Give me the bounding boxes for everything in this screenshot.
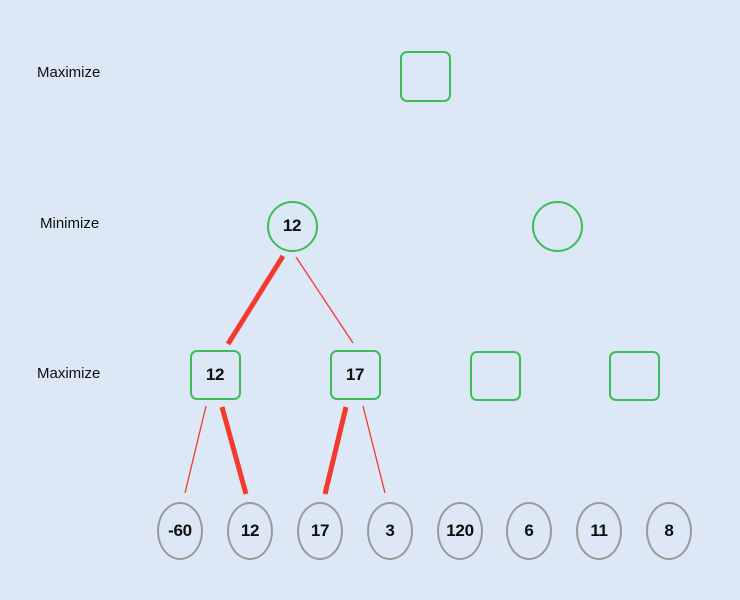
node-max-square-17: 17 [329, 350, 381, 400]
edge-max-square-17-to-leaf-17 [322, 406, 349, 495]
node-max-square-12: 12 [189, 350, 241, 400]
node-leaf-8: 8 [646, 502, 692, 560]
node-leaf-3: 3 [367, 502, 413, 560]
row-label-maximize-bottom: Maximize [37, 365, 101, 382]
node-leaf-neg60: -60 [157, 502, 203, 560]
row-label-minimize: Minimize [40, 215, 100, 232]
node-leaf-11: 11 [576, 502, 622, 560]
node-leaf-12: 12 [227, 502, 273, 560]
node-leaf-6: 6 [506, 502, 552, 560]
row-label-maximize-top: Maximize [37, 64, 101, 81]
node-min-circle-empty [531, 200, 583, 252]
edge-min-circle-12-to-max-square-17 [295, 256, 354, 344]
edge-max-square-12-to-leaf-neg60 [184, 405, 207, 494]
node-max-square-empty-2 [608, 351, 660, 401]
node-leaf-120: 120 [437, 502, 483, 560]
edge-min-circle-12-to-max-square-12 [225, 254, 286, 346]
node-max-square-empty-1 [469, 351, 521, 401]
edge-max-square-12-to-leaf-12 [219, 406, 249, 495]
node-min-circle-12: 12 [266, 200, 318, 252]
node-root-square-empty [399, 50, 451, 102]
edge-max-square-17-to-leaf-3 [362, 405, 386, 494]
node-leaf-17: 17 [297, 502, 343, 560]
